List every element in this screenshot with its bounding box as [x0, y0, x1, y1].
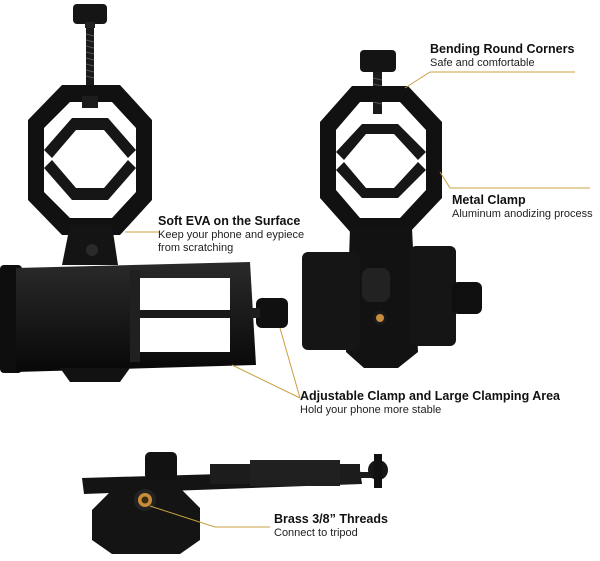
callout-metal-clamp: Metal Clamp Aluminum anodizing process	[452, 193, 593, 221]
adapter-front-view	[0, 4, 288, 382]
callout-desc: Connect to tripod	[274, 527, 358, 539]
callout-desc: Aluminum anodizing process	[452, 208, 593, 220]
callout-title: Metal Clamp	[452, 193, 526, 207]
callout-desc: Safe and comfortable	[430, 57, 535, 69]
callout-bending-corners: Bending Round Corners Safe and comfortab…	[430, 42, 574, 70]
leader-brass	[149, 505, 216, 528]
callout-adjustable-clamp: Adjustable Clamp and Large Clamping Area…	[300, 389, 560, 417]
callout-brass-threads: Brass 3/8” Threads Connect to tripod	[274, 512, 388, 540]
adapter-base-view	[82, 452, 388, 554]
leader-bending-diag	[404, 71, 431, 89]
callout-title: Brass 3/8” Threads	[274, 512, 388, 526]
callout-soft-eva: Soft EVA on the Surface Keep your phone …	[158, 214, 304, 255]
leader-metal-diag	[439, 171, 451, 189]
callout-title: Soft EVA on the Surface	[158, 214, 301, 228]
callout-title: Bending Round Corners	[430, 42, 575, 56]
callout-title: Adjustable Clamp and Large Clamping Area	[300, 389, 561, 403]
adapter-angled-view	[302, 50, 482, 368]
callout-desc-2: from scratching	[158, 242, 234, 254]
leader-adj-1	[231, 364, 301, 399]
callout-desc: Keep your phone and eypiece	[158, 229, 305, 241]
leader-adj-2	[279, 327, 301, 399]
callout-desc: Hold your phone more stable	[300, 404, 442, 416]
